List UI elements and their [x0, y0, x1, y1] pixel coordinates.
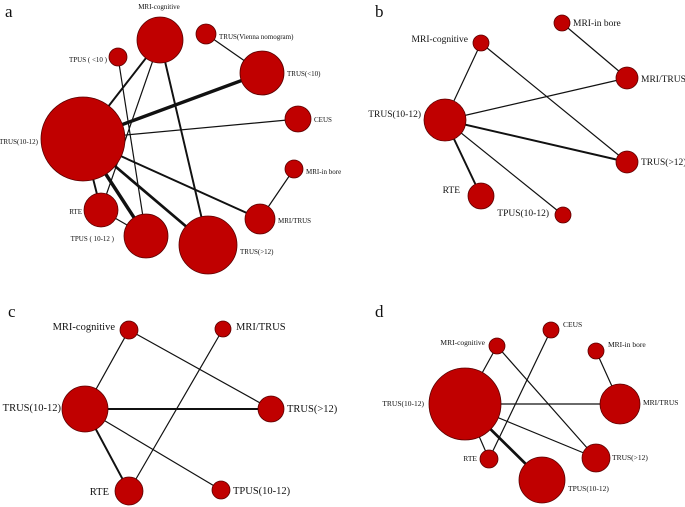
- node-mri-in-bore: [284, 159, 304, 179]
- node-label-tpus-10-12: TPUS(10-12): [233, 486, 291, 497]
- node-label-mri-in-bore: MRI-in bore: [608, 340, 646, 349]
- node-label-mri-trus: MRI/TRUS: [278, 217, 311, 225]
- node-label-tpus-lt10: TPUS ( <10 ): [69, 56, 108, 64]
- node-mri-cognitive: [472, 34, 490, 52]
- edge-mri-cognitive-to-trus-gt12: [496, 345, 597, 459]
- node-rte: [114, 476, 144, 506]
- node-label-mri-trus: MRI/TRUS: [641, 75, 685, 85]
- node-label-mri-cognitive: MRI-cognitive: [440, 338, 485, 347]
- node-trus-gt12: [615, 150, 639, 174]
- edge-trus-10-12-to-mri-trus: [444, 77, 628, 121]
- node-label-rte: RTE: [90, 487, 109, 498]
- edge-rte-to-mri-trus: [128, 328, 224, 492]
- node-trus-gt12: [178, 215, 238, 275]
- node-label-trus-gt12: TRUS(>12): [240, 248, 274, 256]
- node-label-mri-trus: MRI/TRUS: [236, 322, 286, 333]
- node-mri-in-bore: [553, 14, 571, 32]
- node-label-trus-10-12: TRUS(10-12): [382, 399, 424, 408]
- node-label-ceus: CEUS: [314, 116, 332, 124]
- node-ceus: [542, 321, 560, 339]
- node-tpus-lt10: [108, 47, 128, 67]
- node-rte: [83, 192, 119, 228]
- node-label-mri-in-bore: MRI-in bore: [306, 168, 341, 176]
- node-trus-lt10: [239, 50, 285, 96]
- node-label-mri-trus: MRI/TRUS: [643, 398, 678, 407]
- node-trus-10-12: [428, 367, 502, 441]
- node-trus-10-12: [423, 98, 467, 142]
- node-label-tpus-10-12: TPUS(10-12): [568, 484, 609, 493]
- node-trus-gt12: [257, 395, 285, 423]
- node-tpus-10-12: [554, 206, 572, 224]
- edge-tpus-lt10-to-tpus-10-12: [117, 56, 147, 237]
- node-mri-trus: [615, 66, 639, 90]
- panel-letter: a: [5, 2, 13, 21]
- node-trus-vienna: [195, 23, 217, 45]
- node-label-rte: RTE: [69, 208, 82, 216]
- node-mri-trus: [244, 203, 276, 235]
- node-label-tpus-10-12: TPUS ( 10-12 ): [71, 235, 115, 243]
- node-rte: [467, 182, 495, 210]
- node-label-trus-gt12: TRUS(>12): [287, 404, 338, 415]
- panel-letter: b: [375, 2, 384, 21]
- panel-letter: c: [8, 302, 16, 321]
- node-mri-cognitive: [136, 16, 184, 64]
- node-trus-10-12: [61, 385, 109, 433]
- edge-trus-10-12-to-tpus-10-12: [84, 408, 222, 491]
- node-ceus: [284, 105, 312, 133]
- node-label-tpus-10-12: TPUS(10-12): [497, 208, 549, 219]
- node-label-mri-cognitive: MRI-cognitive: [138, 3, 180, 11]
- node-label-trus-10-12: TRUS(10-12): [0, 138, 39, 146]
- edge-mri-cognitive-to-trus-gt12: [159, 39, 209, 246]
- node-tpus-10-12: [123, 213, 169, 259]
- node-tpus-10-12: [211, 480, 231, 500]
- node-label-mri-in-bore: MRI-in bore: [573, 19, 621, 29]
- node-mri-cognitive: [488, 337, 506, 355]
- node-label-ceus: CEUS: [563, 320, 582, 329]
- node-label-trus-gt12: TRUS(>12): [641, 157, 685, 168]
- edges: [84, 328, 272, 492]
- node-label-rte: RTE: [463, 454, 477, 463]
- node-label-mri-cognitive: MRI-cognitive: [53, 322, 116, 333]
- edge-trus-10-12-to-tpus-10-12: [444, 119, 564, 216]
- panel-letter: d: [375, 302, 384, 321]
- node-label-trus-vienna: TRUS(Vienna nomogram): [219, 33, 294, 41]
- edge-mri-in-bore-to-mri-trus: [561, 22, 628, 79]
- node-trus-10-12: [40, 96, 126, 182]
- node-label-trus-10-12: TRUS(10-12): [368, 109, 421, 120]
- node-label-trus-lt10: TRUS(<10): [287, 70, 321, 78]
- node-rte: [479, 449, 499, 469]
- node-tpus-10-12: [518, 456, 566, 504]
- node-mri-trus: [214, 320, 232, 338]
- node-label-rte: RTE: [443, 186, 461, 196]
- node-label-trus-gt12: TRUS(>12): [612, 453, 648, 462]
- nodes: MRI-cognitive MRI/TRUS TRUS(10-12) TRUS(>12…: [3, 320, 338, 506]
- node-trus-gt12: [581, 443, 611, 473]
- node-mri-cognitive: [119, 320, 139, 340]
- edge-trus-10-12-to-trus-gt12: [444, 119, 628, 163]
- node-label-mri-cognitive: MRI-cognitive: [412, 35, 468, 45]
- edge-mri-cognitive-to-trus-gt12: [480, 42, 628, 163]
- node-mri-in-bore: [587, 342, 605, 360]
- node-label-trus-10-12: TRUS(10-12): [3, 403, 62, 414]
- node-mri-trus: [599, 383, 641, 425]
